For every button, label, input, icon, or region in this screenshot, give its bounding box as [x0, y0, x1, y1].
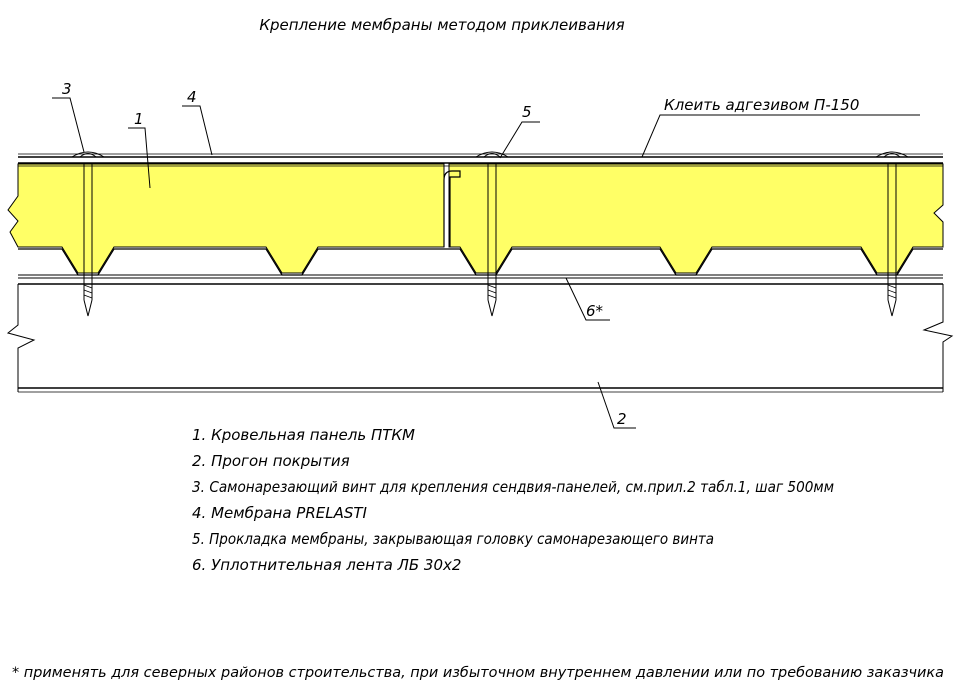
legend-item-4: 4. Мембрана PRELASTI — [192, 504, 368, 522]
svg-text:Клеить адгезивом П-150: Клеить адгезивом П-150 — [664, 96, 859, 114]
svg-text:4: 4 — [187, 88, 197, 106]
callout-5: 5 — [499, 103, 540, 159]
callout-2: 2 — [597, 381, 636, 429]
callout-3: 3 — [52, 80, 85, 153]
membrane — [18, 153, 943, 158]
svg-text:2: 2 — [617, 410, 627, 428]
drawing-title: Крепление мембраны методом приклеивания — [259, 16, 624, 34]
break-line-left — [6, 284, 36, 392]
callout-1: 1 — [128, 110, 151, 189]
legend-item-6: 6. Уплотнительная лента ЛБ 30х2 — [192, 556, 461, 574]
break-line-right — [922, 284, 954, 392]
legend-item-3: 3. Самонарезающий винт для крепления сен… — [192, 478, 834, 496]
svg-text:5: 5 — [522, 103, 532, 121]
callout-6: 6* — [565, 277, 610, 321]
screw-3 — [875, 151, 909, 317]
svg-text:1: 1 — [134, 110, 144, 128]
svg-text:3: 3 — [62, 80, 72, 98]
panel-joint — [443, 170, 461, 247]
legend: 1. Кровельная панель ПТКМ 2. Прогон покр… — [192, 426, 834, 574]
panel-insulation-left — [7, 163, 445, 274]
legend-item-1: 1. Кровельная панель ПТКМ — [192, 426, 415, 444]
screw-1 — [71, 151, 105, 317]
footnote: * применять для северных районов строите… — [12, 665, 944, 681]
legend-item-5: 5. Прокладка мембраны, закрывающая голов… — [192, 530, 714, 548]
panel-insulation-right — [448, 163, 944, 274]
purlin — [6, 284, 954, 393]
callout-4: 4 — [182, 88, 213, 156]
sealing-tape — [18, 274, 943, 279]
legend-item-2: 2. Прогон покрытия — [192, 452, 350, 470]
svg-text:6*: 6* — [586, 302, 604, 320]
roof-panel — [7, 162, 944, 276]
screw-2 — [475, 151, 509, 317]
callout-glue: Клеить адгезивом П-150 — [641, 96, 920, 158]
